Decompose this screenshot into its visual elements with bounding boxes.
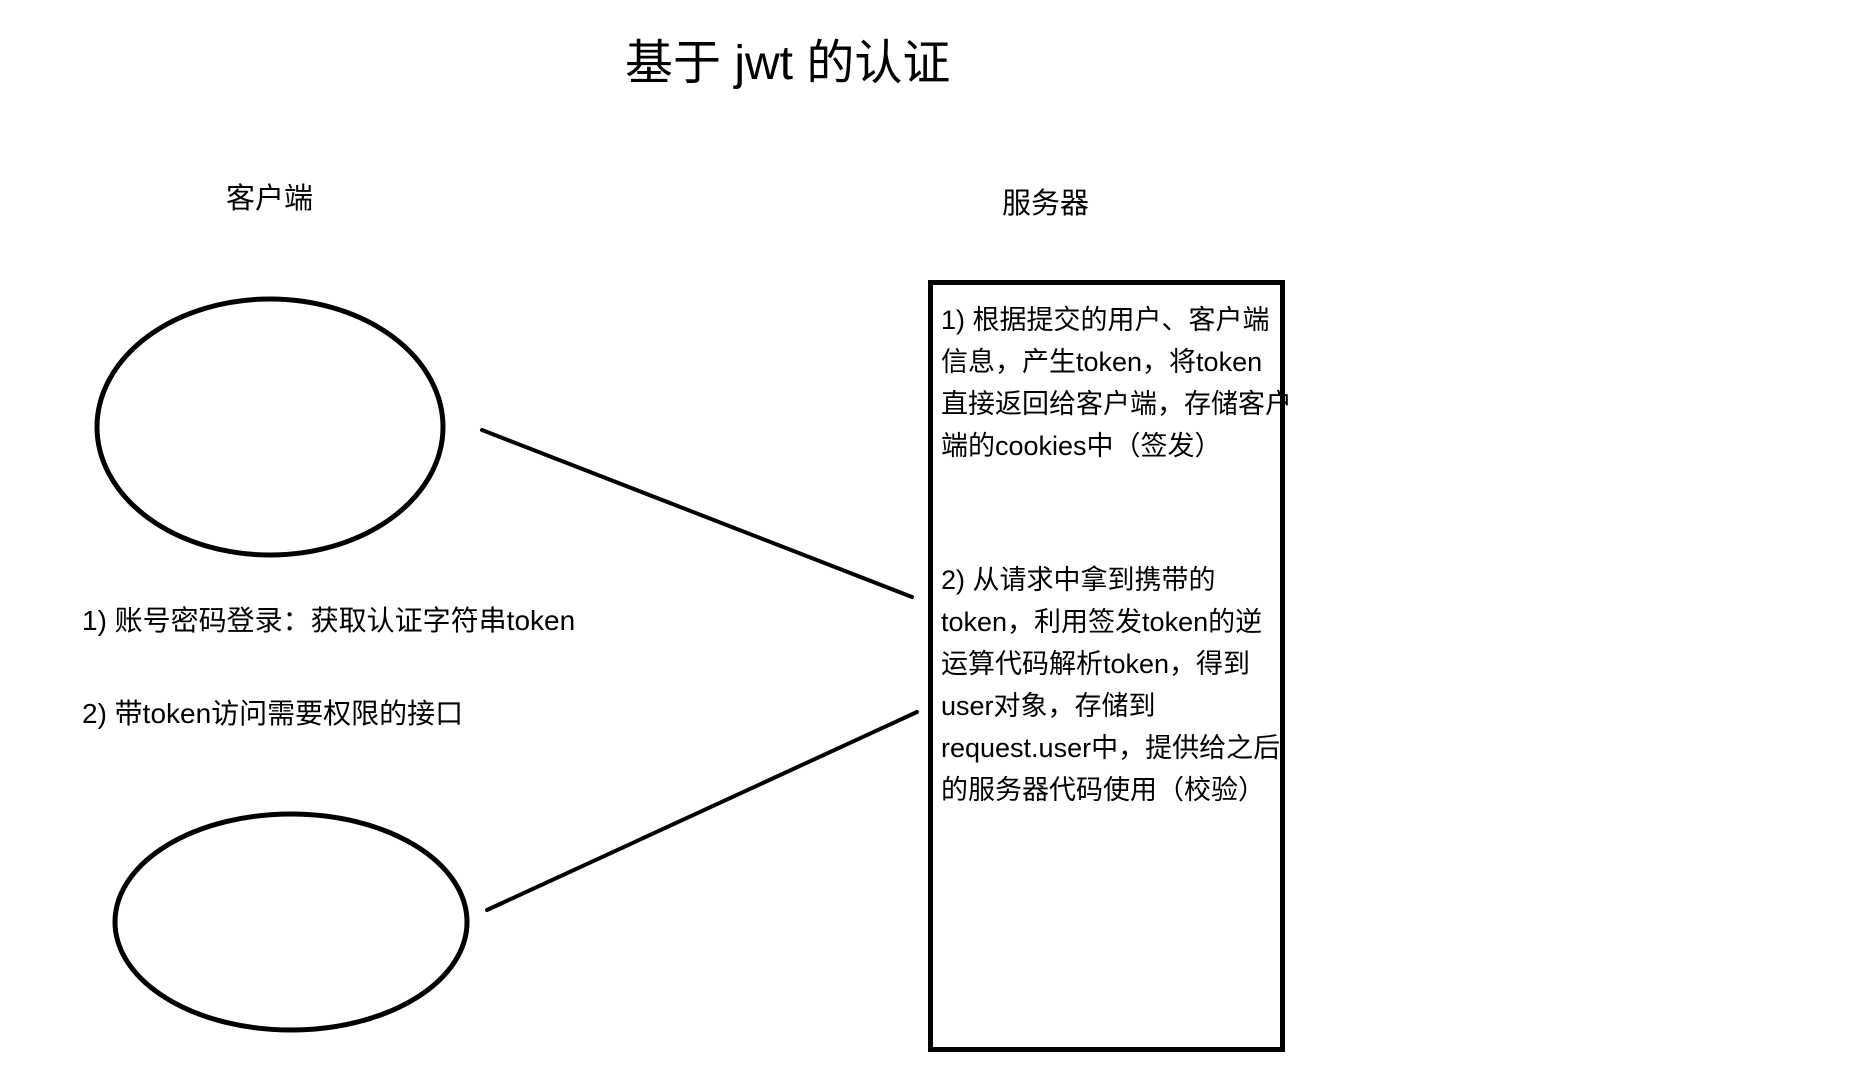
client-column-label: 客户端: [226, 183, 314, 215]
text-line: 信息，产生token，将token: [941, 347, 1263, 377]
text-line: 1) 根据提交的用户、客户端: [941, 305, 1270, 335]
text-line: user对象，存储到: [941, 691, 1156, 721]
client-login-ellipse: [94, 296, 446, 558]
text-line: request.user中，提供给之后: [941, 733, 1281, 763]
server-box-text: 1) 根据提交的用户、客户端 信息，产生token，将token 直接返回给客户…: [941, 299, 1292, 811]
text-line: 的服务器代码使用（校验）: [941, 775, 1265, 805]
request-connector-line: [485, 710, 919, 912]
text-line: 端的cookies中（签发）: [941, 431, 1222, 461]
text-line: 运算代码解析token，得到: [941, 649, 1251, 679]
client-note-login: 1) 账号密码登录：获取认证字符串token: [82, 605, 576, 636]
server-step-verify: 2) 从请求中拿到携带的 token，利用签发token的逆 运算代码解析tok…: [941, 559, 1281, 811]
diagram-title: 基于 jwt 的认证: [625, 37, 951, 90]
server-box-outline: [928, 280, 1285, 1052]
login-connector-line: [480, 428, 914, 599]
server-step-issue: 1) 根据提交的用户、客户端 信息，产生token，将token 直接返回给客户…: [941, 299, 1292, 467]
text-line: 2) 从请求中拿到携带的: [941, 565, 1216, 595]
server-column-label: 服务器: [1002, 188, 1090, 220]
client-request-ellipse: [112, 811, 470, 1033]
text-line: token，利用签发token的逆: [941, 607, 1263, 637]
client-note-token-access: 2) 带token访问需要权限的接口: [82, 698, 464, 729]
text-line: 直接返回给客户端，存储客户: [941, 389, 1292, 419]
